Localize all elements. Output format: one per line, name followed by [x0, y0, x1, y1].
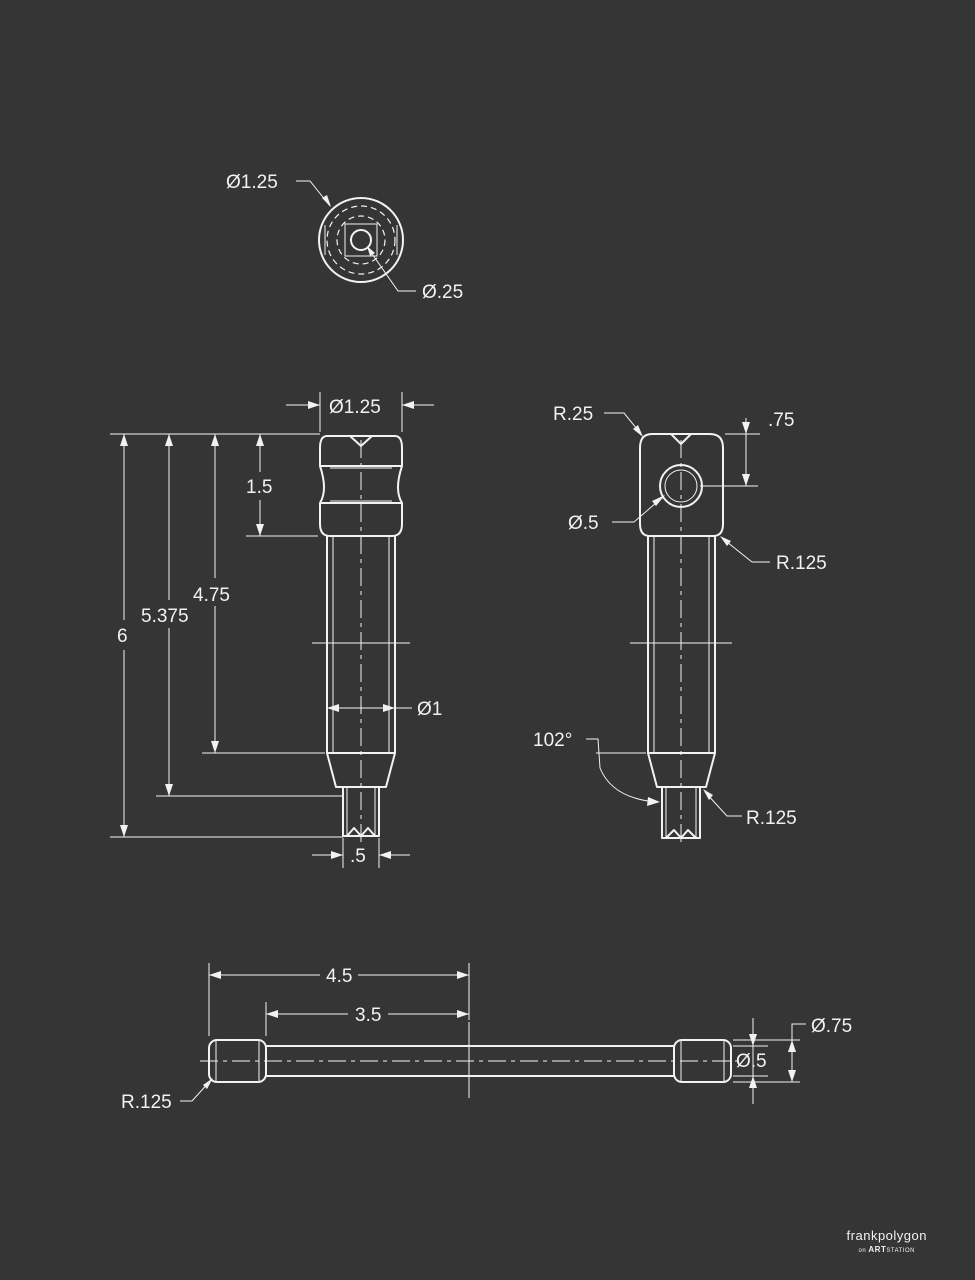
side-hole-diameter-label: Ø.5	[568, 513, 599, 534]
front-view: Ø1.25 1.5 4.75 5.375 6 Ø	[110, 392, 442, 868]
bottom-length-inner-label: 3.5	[355, 1005, 381, 1026]
brand-name: frankpolygon	[846, 1228, 927, 1243]
brand-sub-suffix: STATION	[886, 1248, 915, 1254]
front-head-diameter-label: Ø1.25	[329, 397, 381, 418]
front-shaft-diameter-label: Ø1	[417, 699, 442, 720]
side-view: R.25 .75 Ø.5 R.125 102° R.125	[533, 404, 827, 844]
front-to-shoulder-label: 5.375	[141, 606, 189, 627]
brand-watermark: frankpolygon on ARTSTATION	[847, 1228, 927, 1254]
side-hole-offset-label: .75	[768, 410, 794, 431]
bottom-length-outer-label: 4.5	[326, 966, 352, 987]
brand-sub-bold: ART	[868, 1245, 887, 1254]
front-tip-width-label: .5	[350, 846, 366, 867]
bottom-rod-diameter-label: Ø.5	[736, 1051, 767, 1072]
top-outer-diameter-label: Ø1.25	[226, 172, 278, 193]
top-hole-diameter-label: Ø.25	[422, 282, 463, 303]
front-shaft-length-label: 4.75	[193, 585, 230, 606]
top-view: Ø1.25 Ø.25	[226, 172, 463, 303]
side-fillet-radius-upper-label: R.125	[776, 553, 827, 574]
bottom-end-diameter-label: Ø.75	[811, 1016, 852, 1037]
side-corner-radius-label: R.25	[553, 404, 593, 425]
brand-sub-prefix: on	[858, 1248, 867, 1254]
bottom-view: 4.5 3.5 R.125 Ø.5 Ø.75	[121, 963, 852, 1113]
side-taper-angle-label: 102°	[533, 730, 572, 751]
bottom-end-radius-label: R.125	[121, 1092, 172, 1113]
front-overall-length-label: 6	[117, 626, 128, 647]
front-head-height-label: 1.5	[246, 477, 272, 498]
brand-sub: on ARTSTATION	[847, 1245, 927, 1254]
side-fillet-radius-lower-label: R.125	[746, 808, 797, 829]
